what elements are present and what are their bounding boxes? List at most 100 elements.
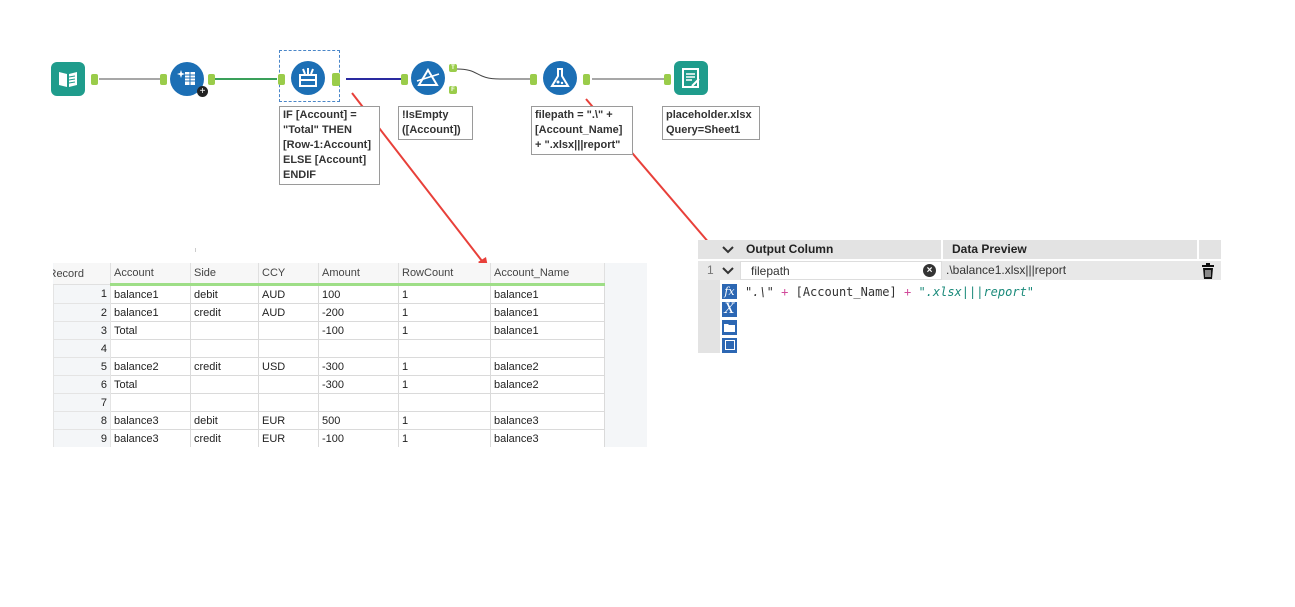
table-cell[interactable]: balance2 [110,357,191,376]
formula-row[interactable]: 1 filepath × .\balance1.xlsx|||report [698,261,1221,280]
table-cell[interactable] [190,393,259,412]
table-cell[interactable]: debit [190,284,259,304]
table-cell[interactable]: -200 [318,303,399,322]
filter-false-anchor[interactable]: F [449,86,457,94]
table-cell[interactable]: balance3 [490,429,605,447]
output-data-tool[interactable] [674,61,708,95]
table-cell[interactable]: AUD [258,303,319,322]
table-cell[interactable] [190,375,259,394]
table-cell[interactable] [490,393,605,412]
table-cell[interactable]: balance3 [110,411,191,430]
table-cell[interactable]: balance1 [490,303,605,322]
record-number-cell[interactable]: 3 [53,321,111,340]
record-number-cell[interactable]: 9 [53,429,111,447]
table-cell[interactable] [398,393,491,412]
filter-true-anchor[interactable]: T [449,64,457,72]
output-anchor[interactable] [208,74,215,85]
table-cell[interactable] [258,375,319,394]
table-cell[interactable]: USD [258,357,319,376]
record-number-cell[interactable]: 7 [53,393,111,412]
collapse-all-icon[interactable] [720,242,736,257]
table-cell[interactable]: balance1 [490,284,605,304]
table-row[interactable]: 7 [53,393,605,412]
row-expand-icon[interactable] [720,263,736,278]
record-number-cell[interactable]: 2 [53,303,111,322]
table-cell[interactable]: credit [190,357,259,376]
table-cell[interactable] [258,339,319,358]
delete-row-icon[interactable] [1201,263,1217,279]
save-icon[interactable] [722,338,737,353]
table-cell[interactable]: 1 [398,321,491,340]
record-number-cell[interactable]: 4 [53,339,111,358]
table-cell[interactable]: 1 [398,357,491,376]
fx-icon[interactable]: fx [722,284,737,299]
table-cell[interactable] [110,393,191,412]
formula-expression[interactable]: ".\" + [Account_Name] + ".xlsx|||report" [745,285,1034,299]
table-cell[interactable] [110,339,191,358]
input-data-tool[interactable] [51,62,85,96]
table-cell[interactable]: balance3 [490,411,605,430]
table-cell[interactable]: balance1 [490,321,605,340]
multi-row-formula-tool[interactable] [291,61,325,95]
table-cell[interactable]: AUD [258,284,319,304]
table-cell[interactable]: balance2 [490,375,605,394]
table-cell[interactable]: 500 [318,411,399,430]
table-cell[interactable]: EUR [258,411,319,430]
table-cell[interactable]: -100 [318,429,399,447]
table-cell[interactable] [398,339,491,358]
table-cell[interactable]: credit [190,303,259,322]
table-cell[interactable]: Total [110,321,191,340]
table-row[interactable]: 4 [53,339,605,358]
table-cell[interactable] [258,393,319,412]
table-cell[interactable] [190,321,259,340]
table-cell[interactable] [318,339,399,358]
table-cell[interactable]: debit [190,411,259,430]
table-cell[interactable]: credit [190,429,259,447]
table-cell[interactable]: Total [110,375,191,394]
col-header-record[interactable]: Record [53,263,111,285]
record-number-cell[interactable]: 6 [53,375,111,394]
input-anchor[interactable] [530,74,537,85]
table-cell[interactable]: balance3 [110,429,191,447]
results-grid[interactable]: Record Account Side CCY Amount RowCount … [53,263,647,447]
col-header-amount[interactable]: Amount [318,263,399,286]
input-anchor[interactable] [278,74,285,85]
output-anchor[interactable] [583,74,590,85]
table-cell[interactable] [190,339,259,358]
input-anchor[interactable] [401,74,408,85]
table-cell[interactable] [318,393,399,412]
clear-field-icon[interactable]: × [923,264,936,277]
col-header-ccy[interactable]: CCY [258,263,319,286]
table-cell[interactable] [258,321,319,340]
input-anchor[interactable] [664,74,671,85]
col-header-account-name[interactable]: Account_Name [490,263,605,286]
input-anchor[interactable] [160,74,167,85]
record-number-cell[interactable]: 5 [53,357,111,376]
filter-tool[interactable] [411,61,445,95]
formula-tool[interactable] [543,61,577,95]
table-cell[interactable]: balance1 [110,303,191,322]
output-anchor[interactable] [91,74,98,85]
col-header-account[interactable]: Account [110,263,191,286]
record-number-cell[interactable]: 8 [53,411,111,430]
folder-icon[interactable] [722,320,737,335]
table-cell[interactable]: -100 [318,321,399,340]
table-cell[interactable]: balance1 [110,284,191,304]
table-cell[interactable]: balance2 [490,357,605,376]
table-cell[interactable]: -300 [318,375,399,394]
table-cell[interactable]: 1 [398,375,491,394]
variable-icon[interactable]: X [722,302,737,317]
output-field-select[interactable]: filepath × [740,261,942,280]
table-cell[interactable]: 1 [398,284,491,304]
col-header-rowcount[interactable]: RowCount [398,263,491,286]
record-number-cell[interactable]: 1 [53,284,111,304]
table-cell[interactable]: EUR [258,429,319,447]
table-cell[interactable]: 1 [398,411,491,430]
